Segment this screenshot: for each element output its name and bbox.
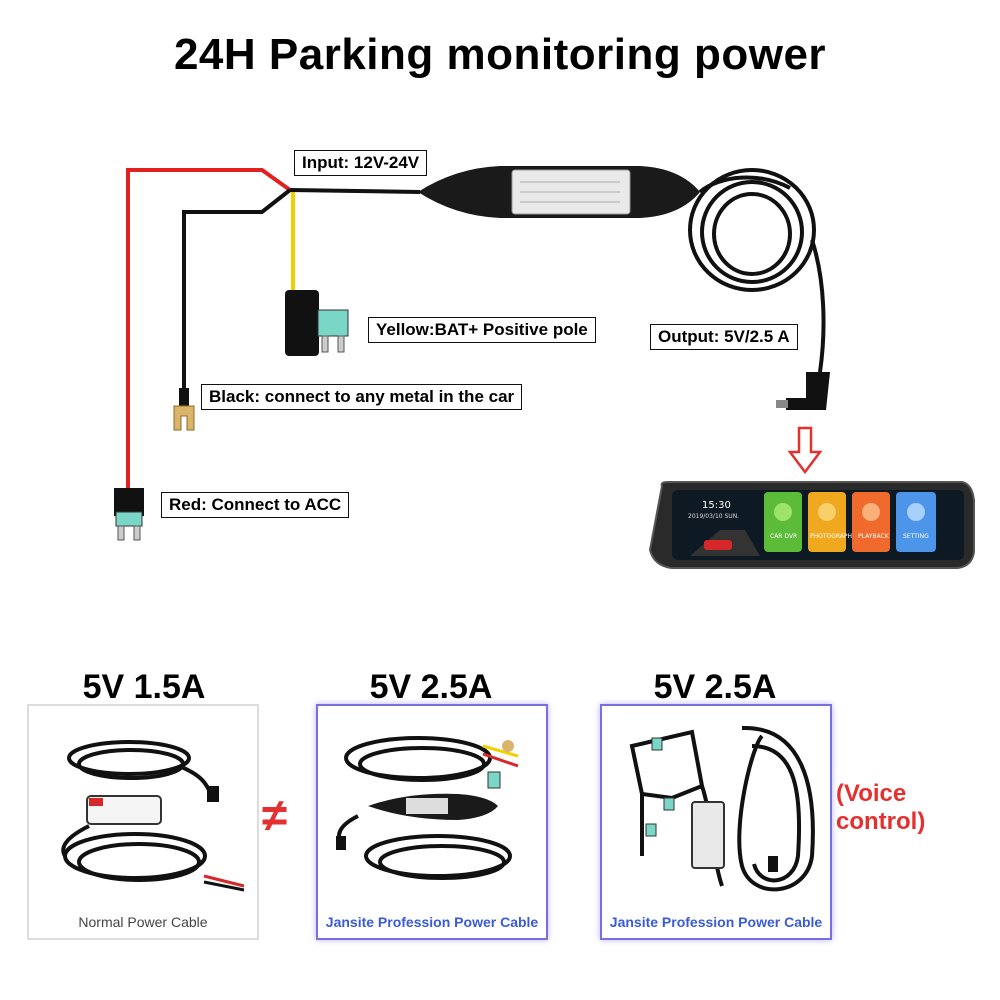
app-tile-setting: SETTING (896, 492, 936, 552)
product-3-heading: 5V 2.5A (653, 668, 777, 706)
black-wire (182, 188, 292, 398)
wiring-diagram: 15:30 2019/03/10 SUN. CAR DVR PHOTOGRAPH… (114, 166, 975, 569)
mirror-dashcam: 15:30 2019/03/10 SUN. CAR DVR PHOTOGRAPH… (648, 481, 975, 569)
normal-power-cable-image (61, 740, 245, 892)
input-cable (289, 188, 421, 194)
mini-usb-plug (776, 372, 830, 410)
converter-box (418, 166, 700, 218)
svg-text:CAR DVR: CAR DVR (770, 533, 797, 540)
product-2-caption: Jansite Profession Power Cable (325, 914, 539, 930)
ring-terminal-icon (173, 388, 195, 431)
red-wire (126, 168, 292, 488)
svg-text:PHOTOGRAPH: PHOTOGRAPH (810, 533, 852, 540)
product-3-caption: Jansite Profession Power Cable (609, 914, 823, 930)
add-a-fuse-icon (285, 290, 349, 356)
black-wire-label: Black: connect to any metal in the car (201, 384, 523, 410)
mirror-date: 2019/03/10 SUN. (688, 513, 739, 520)
red-wire-label: Red: Connect to ACC (161, 492, 350, 518)
not-equal-sign: ≠ (262, 789, 288, 841)
svg-text:PLAYBACK: PLAYBACK (858, 533, 890, 540)
app-tile-car-dvr: CAR DVR (764, 492, 802, 552)
voice-control-note: (Voice control) (836, 780, 926, 835)
mirror-time: 15:30 (702, 500, 731, 511)
down-arrow-icon (787, 426, 823, 475)
coil-tail (810, 239, 826, 373)
product-2-card: Jansite Profession Power Cable (316, 704, 548, 940)
jansite-power-cable-image (336, 736, 519, 880)
jansite-voice-power-cable-image (629, 725, 815, 892)
input-label: Input: 12V-24V (294, 150, 428, 176)
app-tile-photograph: PHOTOGRAPH (808, 492, 852, 552)
yellow-wire-label: Yellow:BAT+ Positive pole (368, 317, 596, 343)
cable-coil (688, 168, 816, 292)
product-1-caption: Normal Power Cable (78, 914, 208, 930)
product-2-heading: 5V 2.5A (369, 668, 493, 706)
product-1-card: Normal Power Cable (27, 704, 259, 940)
app-tile-playback: PLAYBACK (852, 492, 890, 552)
output-label: Output: 5V/2.5 A (650, 324, 798, 350)
product-3-card: Jansite Profession Power Cable (600, 704, 832, 940)
acc-fuse-icon (114, 488, 144, 541)
product-1-heading: 5V 1.5A (82, 668, 206, 706)
svg-text:SETTING: SETTING (903, 533, 929, 540)
page-title: 24H Parking monitoring power (173, 30, 827, 79)
